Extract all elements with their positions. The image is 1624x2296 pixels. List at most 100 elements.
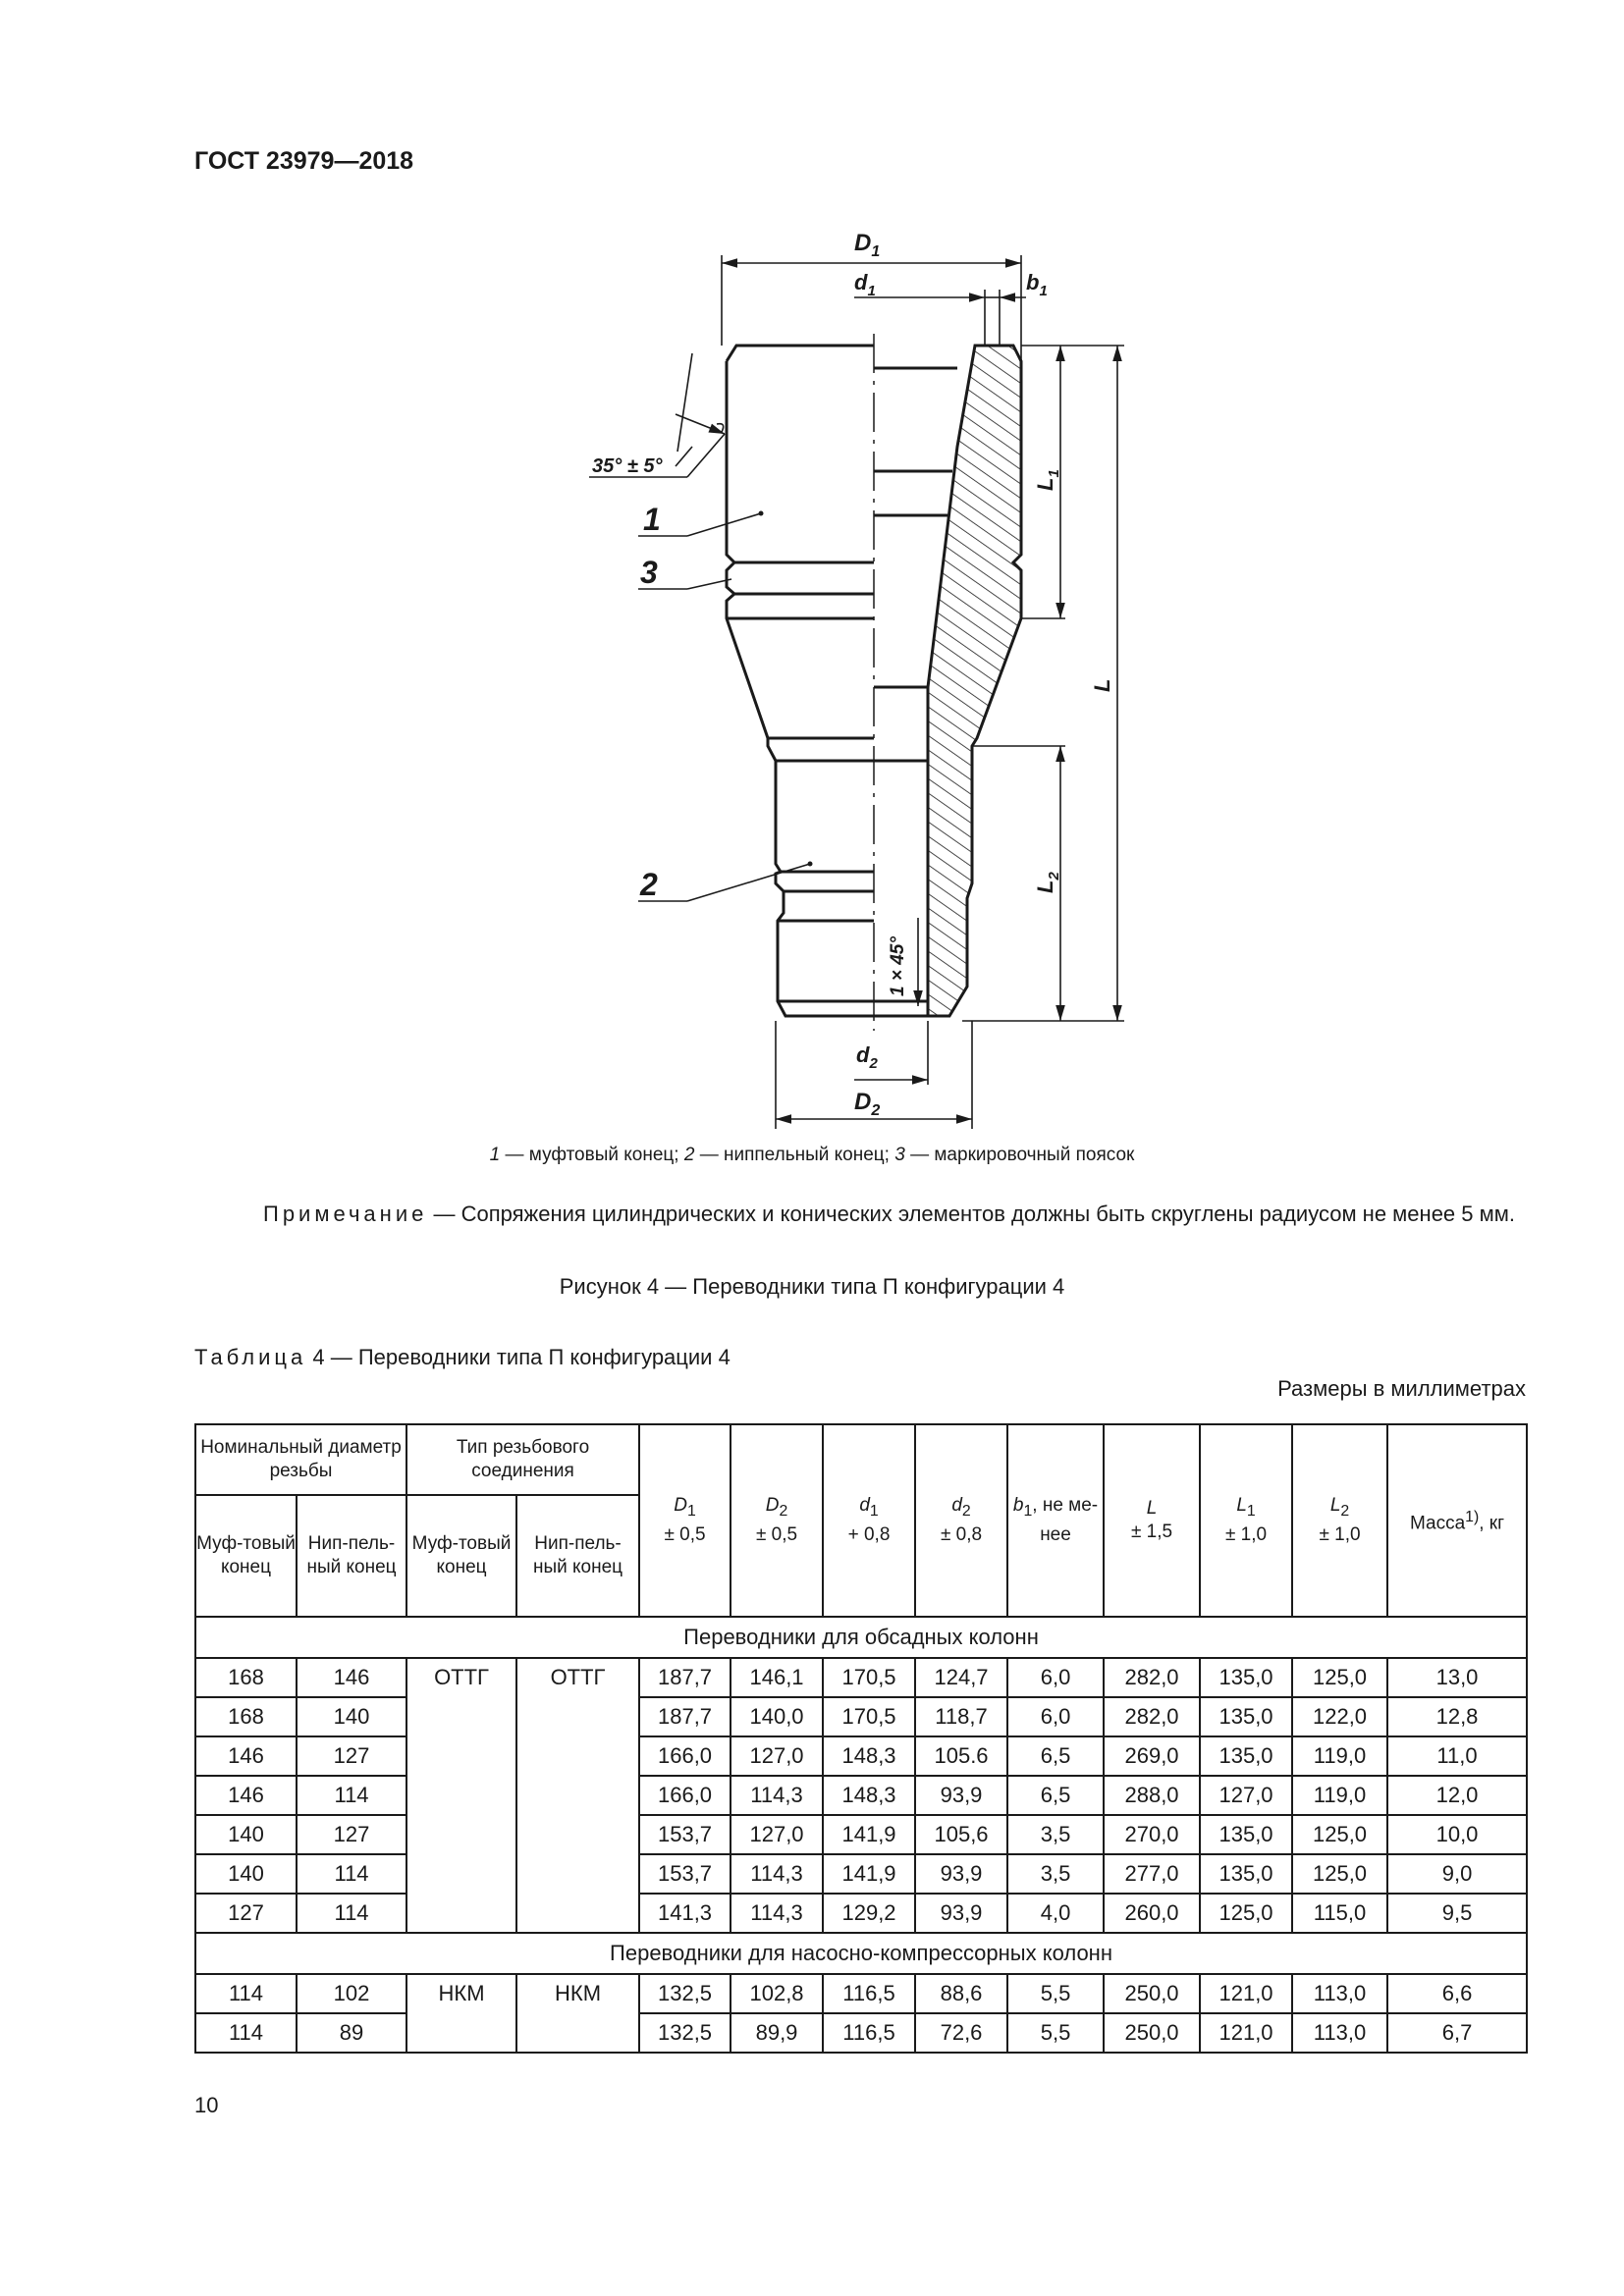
label-L: L: [1090, 679, 1114, 692]
cell-d1: 141,9: [822, 1853, 917, 1895]
label-d2: d2: [856, 1042, 878, 1072]
cell-d1: 129,2: [822, 1893, 917, 1934]
cell-D1: 166,0: [638, 1735, 732, 1777]
label-position-2: 2: [639, 867, 658, 902]
cell-nipple-diameter: 114: [295, 1775, 408, 1816]
cell-D1: 153,7: [638, 1853, 732, 1895]
cell-D1: 187,7: [638, 1657, 732, 1698]
cell-mass: 9,5: [1386, 1893, 1529, 1934]
header-nipple-end-2: Нип-пель-ный конец: [515, 1494, 641, 1618]
header-coupling-end-2: Муф-товый конец: [406, 1494, 518, 1618]
figure-note: Примечание — Сопряжения цилиндрических и…: [194, 1200, 1526, 1228]
cell-coupling-diameter: 146: [194, 1775, 298, 1816]
label-D1: D1: [854, 230, 880, 260]
cell-coupling-diameter: 168: [194, 1657, 298, 1698]
cell-L2: 122,0: [1291, 1696, 1389, 1737]
cell-d2: 93,9: [914, 1853, 1009, 1895]
cell-L: 269,0: [1103, 1735, 1202, 1777]
label-d1: d1: [854, 270, 876, 299]
header-mass: Масса1), кг: [1386, 1423, 1529, 1618]
cell-D2: 114,3: [730, 1775, 825, 1816]
cell-L1: 135,0: [1199, 1853, 1294, 1895]
cell-b1: 3,5: [1006, 1853, 1106, 1895]
dimension-lines: [675, 255, 1124, 1129]
cell-L1: 121,0: [1199, 2012, 1294, 2054]
cell-mass: 6,7: [1386, 2012, 1529, 2054]
cell-d1: 116,5: [822, 1973, 917, 2014]
note-text: — Сопряжения цилиндрических и конических…: [427, 1201, 1515, 1226]
section-inner-lines: [874, 366, 957, 1018]
figure-legend: 1 — муфтовый конец; 2 — ниппельный конец…: [489, 1145, 1135, 1165]
technical-drawing: D1 d1 b1 35° ± 5° 1 3 2 L1 L L2 1 × 45° …: [550, 216, 1159, 1158]
cell-L2: 125,0: [1291, 1657, 1389, 1698]
cell-L1: 135,0: [1199, 1814, 1294, 1855]
cell-d1: 170,5: [822, 1696, 917, 1737]
header-d2: d2± 0,8: [914, 1423, 1009, 1618]
cell-d2: 93,9: [914, 1893, 1009, 1934]
cell-D2: 114,3: [730, 1853, 825, 1895]
label-D2: D2: [854, 1089, 880, 1119]
cell-b1: 4,0: [1006, 1893, 1106, 1934]
cell-nipple-diameter: 114: [295, 1853, 408, 1895]
position-leaders: [589, 433, 811, 902]
header-L2: L2± 1,0: [1291, 1423, 1389, 1618]
cell-thread-type: ОТТГ: [515, 1657, 641, 1934]
header-b1: b1, не ме-нее: [1006, 1423, 1106, 1618]
cell-d2: 72,6: [914, 2012, 1009, 2054]
label-b1: b1: [1026, 270, 1048, 299]
cell-thread-type: ОТТГ: [406, 1657, 518, 1934]
cell-b1: 6,5: [1006, 1735, 1106, 1777]
cell-mass: 9,0: [1386, 1853, 1529, 1895]
table-units: Размеры в миллиметрах: [1277, 1376, 1526, 1401]
cell-d2: 88,6: [914, 1973, 1009, 2014]
cell-D1: 153,7: [638, 1814, 732, 1855]
table-title: Таблица 4 — Переводники типа П конфигура…: [194, 1345, 731, 1369]
cell-b1: 6,0: [1006, 1657, 1106, 1698]
cell-d1: 148,3: [822, 1775, 917, 1816]
header-coupling-end-1: Муф-товый конец: [194, 1494, 298, 1618]
cell-L2: 125,0: [1291, 1853, 1389, 1895]
cell-nipple-diameter: 89: [295, 2012, 408, 2054]
label-chamfer: 1 × 45°: [888, 936, 908, 996]
cell-D2: 89,9: [730, 2012, 825, 2054]
cell-L2: 125,0: [1291, 1814, 1389, 1855]
cell-L1: 135,0: [1199, 1735, 1294, 1777]
cell-L2: 119,0: [1291, 1775, 1389, 1816]
cell-L1: 121,0: [1199, 1973, 1294, 2014]
header-nominal-diameter: Номинальный диаметр резьбы: [193, 1423, 408, 1496]
cell-nipple-diameter: 114: [295, 1893, 408, 1934]
group-row-casing: Переводники для обсадных колонн: [193, 1616, 1529, 1659]
cell-L: 250,0: [1103, 1973, 1202, 2014]
figure-caption: Рисунок 4 — Переводники типа П конфигура…: [559, 1274, 1065, 1299]
cell-coupling-diameter: 140: [194, 1853, 298, 1895]
cell-d2: 93,9: [914, 1775, 1009, 1816]
cell-D1: 132,5: [638, 2012, 732, 2054]
document-code: ГОСТ 23979—2018: [194, 147, 414, 175]
cell-d1: 116,5: [822, 2012, 917, 2054]
cell-b1: 5,5: [1006, 1973, 1106, 2014]
header-nipple-end-1: Нип-пель-ный конец: [295, 1494, 408, 1618]
cell-nipple-diameter: 127: [295, 1735, 408, 1777]
cell-coupling-diameter: 140: [194, 1814, 298, 1855]
cell-mass: 12,0: [1386, 1775, 1529, 1816]
cell-d1: 170,5: [822, 1657, 917, 1698]
cell-coupling-diameter: 127: [194, 1893, 298, 1934]
label-position-3: 3: [640, 555, 658, 590]
cell-D2: 114,3: [730, 1893, 825, 1934]
cell-coupling-diameter: 168: [194, 1696, 298, 1737]
cell-L: 260,0: [1103, 1893, 1202, 1934]
cell-D2: 146,1: [730, 1657, 825, 1698]
cell-b1: 6,5: [1006, 1775, 1106, 1816]
group-title: Переводники для обсадных колонн: [193, 1616, 1529, 1659]
cell-L2: 113,0: [1291, 1973, 1389, 2014]
header-D1: D1± 0,5: [638, 1423, 732, 1618]
cell-mass: 6,6: [1386, 1973, 1529, 2014]
